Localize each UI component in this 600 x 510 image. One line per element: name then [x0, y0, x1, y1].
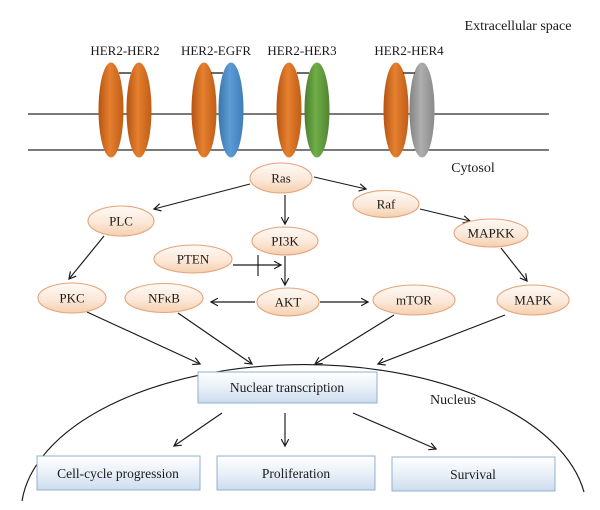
node-mapk-label: MAPK — [514, 293, 552, 308]
extracellular-space-label: Extracellular space — [465, 19, 572, 34]
receptor-dimer-her2-her4: HER2-HER4 — [374, 43, 444, 158]
node-mapkk-label: MAPKK — [468, 226, 516, 241]
node-mapk: MAPK — [496, 284, 570, 316]
arrow-transcription-to-cell-cycle — [172, 412, 223, 447]
arrow-mapk-to-nucleus — [376, 314, 506, 366]
node-nfkb-label: NFκB — [148, 291, 180, 306]
cytosol-label: Cytosol — [451, 161, 495, 176]
node-pi3k: PI3K — [251, 226, 319, 256]
node-ras: Ras — [249, 162, 313, 194]
node-plc-label: PLC — [109, 214, 133, 229]
arrow-raf-to-mapkk — [419, 208, 472, 224]
her2-receptor-ellipse — [276, 62, 302, 158]
arrow-pkc-to-nucleus — [86, 311, 202, 366]
node-raf-label: Raf — [377, 197, 396, 212]
receptor-label-her2-her2: HER2-HER2 — [90, 43, 159, 58]
node-raf: Raf — [352, 189, 420, 219]
arrow-plc-to-pkc — [68, 235, 105, 281]
node-plc: PLC — [87, 205, 155, 237]
arrow-nfkb-to-nucleus — [177, 312, 254, 365]
node-nfkb: NFκB — [124, 282, 204, 314]
receptor-label-her2-her3: HER2-HER3 — [267, 43, 336, 58]
node-akt: AKT — [256, 287, 320, 317]
her2-receptor-ellipse — [191, 62, 217, 158]
proliferation-label: Proliferation — [262, 466, 330, 481]
nucleus-label: Nucleus — [430, 393, 476, 408]
node-mapkk: MAPKK — [453, 218, 529, 248]
outcome-box-survival: Survival — [391, 456, 556, 492]
nuclear-transcription-label: Nuclear transcription — [230, 380, 345, 395]
node-pten: PTEN — [153, 244, 233, 274]
receptor-label-her2-egfr: HER2-EGFR — [181, 43, 251, 58]
nucleus-membrane-arc — [21, 364, 585, 502]
arrow-mtor-to-nucleus — [313, 314, 395, 365]
arrow-transcription-to-survival — [352, 412, 438, 451]
node-mtor-label: mTOR — [396, 293, 432, 308]
receptor-dimer-her2-her3: HER2-HER3 — [267, 43, 337, 158]
node-pi3k-label: PI3K — [271, 234, 299, 249]
her2-receptor-ellipse — [98, 62, 124, 158]
node-akt-label: AKT — [275, 295, 302, 310]
outcome-box-cell-cycle: Cell-cycle progression — [36, 455, 201, 491]
her3-receptor-ellipse — [304, 62, 330, 158]
node-ras-label: Ras — [271, 171, 291, 186]
node-pkc-label: PKC — [59, 291, 84, 306]
arrow-ras-to-raf — [313, 176, 368, 192]
egfr-receptor-ellipse — [218, 62, 244, 158]
arrow-ras-to-plc — [152, 183, 251, 212]
nuclear-transcription-box: Nuclear transcription — [197, 371, 378, 404]
arrow-mapkk-to-mapk — [500, 247, 528, 283]
survival-label: Survival — [450, 467, 496, 482]
receptor-dimer-her2-her2: HER2-HER2 — [90, 43, 160, 158]
her2-receptor-ellipse — [383, 62, 409, 158]
cell-cycle-label: Cell-cycle progression — [57, 466, 179, 481]
node-pten-label: PTEN — [177, 252, 210, 267]
node-pkc: PKC — [37, 282, 107, 314]
her4-receptor-ellipse — [409, 62, 435, 158]
her2-receptor-ellipse — [126, 62, 152, 158]
receptor-dimer-her2-egfr: HER2-EGFR — [181, 43, 251, 158]
outcome-box-proliferation: Proliferation — [216, 455, 376, 491]
receptor-label-her2-her4: HER2-HER4 — [374, 43, 444, 58]
node-mtor: mTOR — [372, 284, 456, 316]
